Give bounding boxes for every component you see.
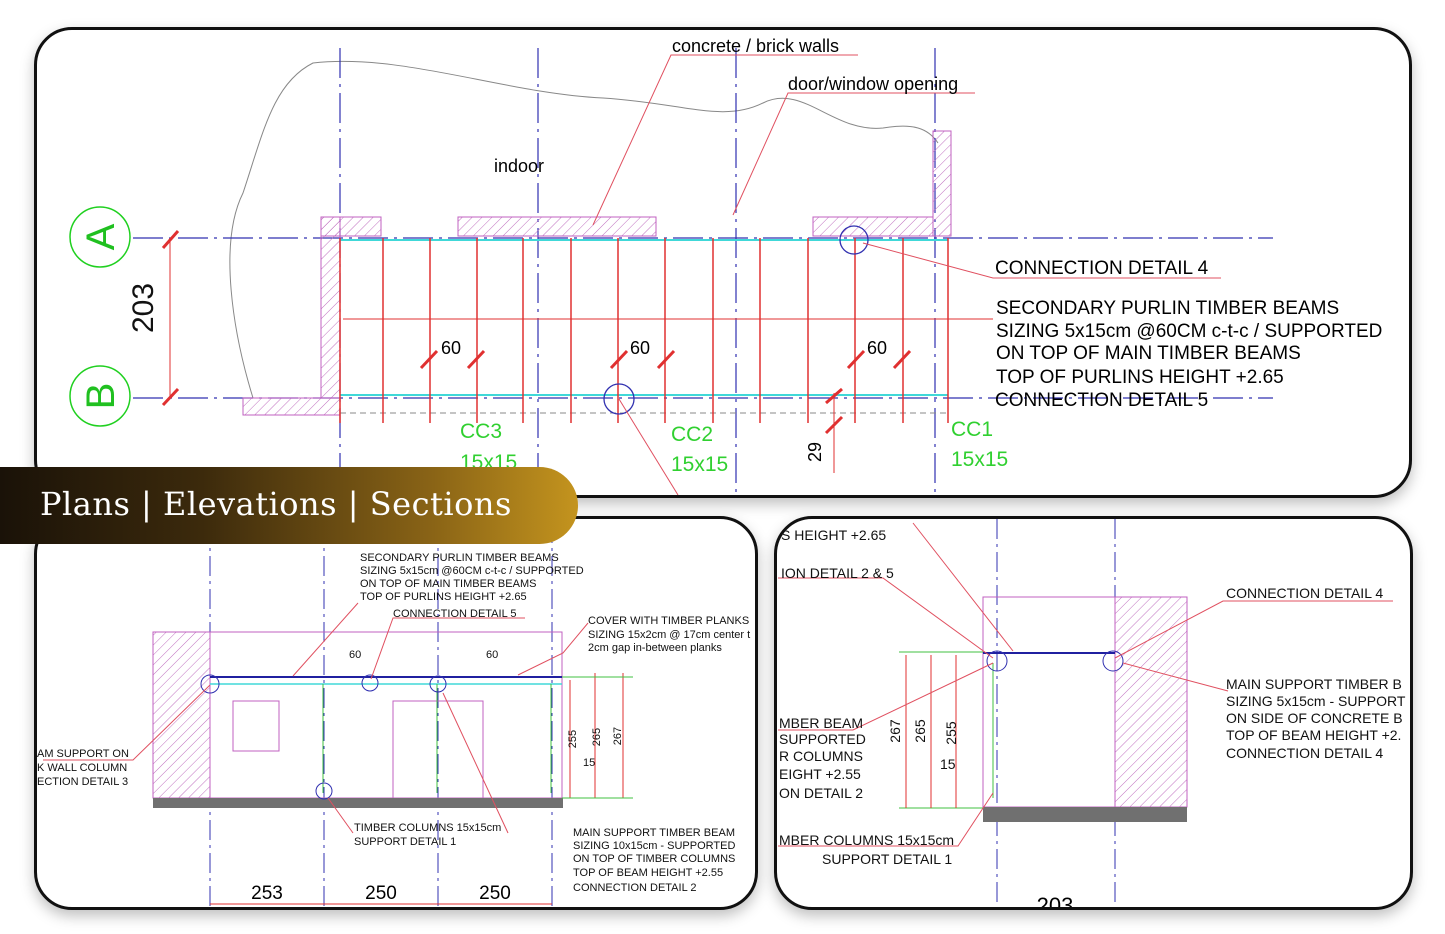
left-note: R COLUMNS [779,748,863,764]
purlin-note-line: SECONDARY PURLIN TIMBER BEAMS [360,552,559,564]
dimension-255: 255 [567,730,579,748]
beam-support-note: AM SUPPORT ON [37,748,129,760]
connection-detail-5-label: CONNECTION DETAIL 5 [393,608,516,620]
column-cc1-name: CC1 [951,418,993,441]
indoor-boundary [229,60,939,399]
span-dimension: 250 [365,883,397,904]
purlin-note-line: SIZING 5x15cm @60CM c-t-c / SUPPORTED [996,321,1382,342]
axis-a-label: A [79,223,123,250]
dimension-15: 15 [940,756,956,772]
main-beam-note: TOP OF BEAM HEIGHT +2. [1226,727,1401,743]
elevation-drawing: SECONDARY PURLIN TIMBER BEAMS SIZING 5x1… [37,523,750,907]
elevation-panel: SECONDARY PURLIN TIMBER BEAMS SIZING 5x1… [34,516,758,910]
dimension-60: 60 [486,649,498,661]
left-note: MBER BEAM [779,715,863,731]
purlin-note-line: ON TOP OF MAIN TIMBER BEAMS [360,578,536,590]
section-note-line: S HEIGHT +2.65 [781,527,886,543]
beam-support-note: ECTION DETAIL 3 [37,776,128,788]
dimension-265: 265 [591,728,603,746]
section-banner: Plans | Elevations | Sections [0,467,578,544]
column-note: SUPPORT DETAIL 1 [822,851,952,867]
walls-label: concrete / brick walls [672,36,839,56]
main-beams [340,239,948,396]
column-note: MBER COLUMNS 15x15cm [779,832,954,848]
connection-detail-5-label: CONNECTION DETAIL 5 [995,390,1208,411]
dimension-255: 255 [943,721,959,745]
cover-note-line: SIZING 15x2cm @ 17cm center t [588,629,750,641]
purlin-note-line: TOP OF PURLINS HEIGHT +2.65 [360,591,527,603]
beam-support-note: K WALL COLUMN [37,762,127,774]
indoor-label: indoor [494,156,544,176]
column-cc1-size: 15x15 [951,448,1008,471]
dimension-29: 29 [805,442,825,462]
column-cc2-name: CC2 [671,423,713,446]
purlin-note-line: ON TOP OF MAIN TIMBER BEAMS [996,343,1301,364]
dimension-60: 60 [630,338,650,358]
purlin-note-line: TOP OF PURLINS HEIGHT +2.65 [996,367,1284,388]
purlin-note-line: SIZING 5x15cm @60CM c-t-c / SUPPORTED [360,565,584,577]
dimension-267: 267 [612,727,624,745]
purlins [339,238,949,423]
main-beam-note: CONNECTION DETAIL 4 [1226,745,1383,761]
main-beam-note: ON SIDE OF CONCRETE B [1226,710,1403,726]
dimension-15: 15 [583,757,595,769]
dimension-267: 267 [887,719,903,743]
section-note-line: ION DETAIL 2 & 5 [781,565,894,581]
span-dimension: 253 [251,883,283,904]
dimension-203: 203 [127,283,160,333]
connection-detail-4-label: CONNECTION DETAIL 4 [995,258,1209,279]
column-cc3-name: CC3 [460,420,502,443]
floor-plan-drawing: A B 203 60 60 60 29 CC3 15x15 CC2 15x15 … [69,36,1382,495]
dimension-265: 265 [912,719,928,743]
left-note: ON DETAIL 2 [779,785,863,801]
walls [242,130,952,416]
main-beam-note: CONNECTION DETAIL 2 [573,882,696,894]
column-note: TIMBER COLUMNS 15x15cm [354,822,501,834]
dimension-60: 60 [349,649,361,661]
dimension-60: 60 [867,338,887,358]
span-dimension: 250 [479,883,511,904]
column-note: SUPPORT DETAIL 1 [354,836,456,848]
opening-label: door/window opening [788,74,958,94]
main-beam-note: TOP OF BEAM HEIGHT +2.55 [573,867,723,879]
section-drawing: S HEIGHT +2.65 ION DETAIL 2 & 5 CONNECTI… [778,519,1406,907]
banner-title: Plans | Elevations | Sections [40,485,512,523]
main-beam-note: MAIN SUPPORT TIMBER BEAM [573,827,735,839]
span-dimension: 203 [1037,893,1074,907]
purlin-note-line: SECONDARY PURLIN TIMBER BEAMS [996,298,1339,319]
left-note: EIGHT +2.55 [779,766,861,782]
main-beam-note: ON TOP OF TIMBER COLUMNS [573,853,735,865]
left-note: SUPPORTED [779,731,866,747]
dimension-60: 60 [441,338,461,358]
axis-b-label: B [79,383,123,410]
main-beam-note: SIZING 10x15cm - SUPPORTED [573,840,735,852]
main-beam-note: MAIN SUPPORT TIMBER B [1226,676,1402,692]
main-beam-note: SIZING 5x15cm - SUPPORT [1226,693,1406,709]
section-panel: S HEIGHT +2.65 ION DETAIL 2 & 5 CONNECTI… [774,516,1413,910]
floor-plan-panel: A B 203 60 60 60 29 CC3 15x15 CC2 15x15 … [34,27,1412,498]
cover-note-line: COVER WITH TIMBER PLANKS [588,615,749,627]
column-cc2-size: 15x15 [671,453,728,476]
cover-note-line: 2cm gap in-between planks [588,642,722,654]
connection-detail-4-label: CONNECTION DETAIL 4 [1226,585,1383,601]
